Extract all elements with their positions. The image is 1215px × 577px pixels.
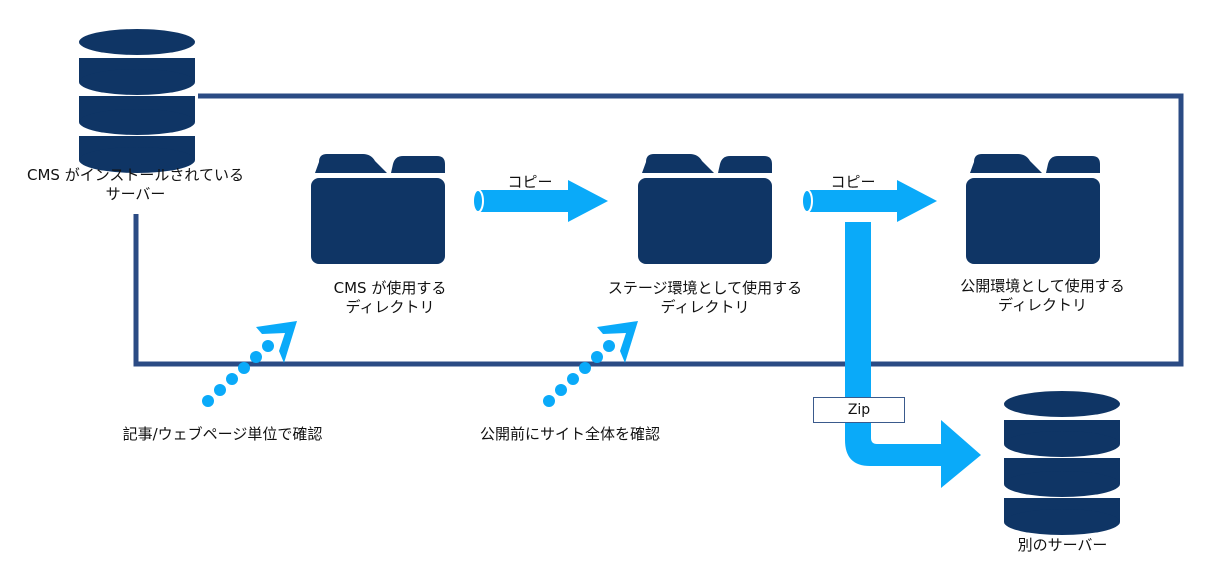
stage-directory-folder-icon — [638, 154, 772, 264]
zip-arrow — [837, 222, 981, 488]
cms-server-label: CMS がインストールされている サーバー — [8, 166, 263, 204]
public-directory-folder-icon — [966, 154, 1100, 264]
cms-server-label-line2: サーバー — [105, 185, 166, 203]
other-server-database-icon — [1004, 391, 1120, 535]
other-server-label: 別のサーバー — [1017, 536, 1108, 554]
public-directory-label-line2: ディレクトリ — [998, 296, 1087, 314]
site-check-label: 公開前にサイト全体を確認 — [479, 425, 660, 443]
copy-label-2: コピー — [830, 173, 876, 191]
cms-directory-label-line2: ディレクトリ — [345, 298, 435, 316]
public-directory-label: 公開環境として使用する ディレクトリ — [930, 277, 1155, 315]
cms-directory-label-line1: CMS が使用する — [333, 279, 447, 297]
article-check-label: 記事/ウェブページ単位で確認 — [122, 425, 323, 443]
copy-label-1: コピー — [507, 173, 553, 191]
cms-directory-label: CMS が使用する ディレクトリ — [300, 279, 480, 317]
stage-directory-label: ステージ環境として使用する ディレクトリ — [590, 279, 820, 317]
public-directory-label-line1: 公開環境として使用する — [960, 277, 1125, 295]
stage-directory-label-line2: ディレクトリ — [660, 298, 750, 316]
cms-directory-folder-icon — [311, 154, 445, 264]
stage-directory-label-line1: ステージ環境として使用する — [607, 279, 803, 297]
zip-label: Zip — [813, 397, 905, 423]
cms-server-database-icon — [79, 29, 195, 173]
environment-frame — [133, 93, 1184, 367]
cms-server-label-line1: CMS がインストールされている — [27, 166, 244, 184]
